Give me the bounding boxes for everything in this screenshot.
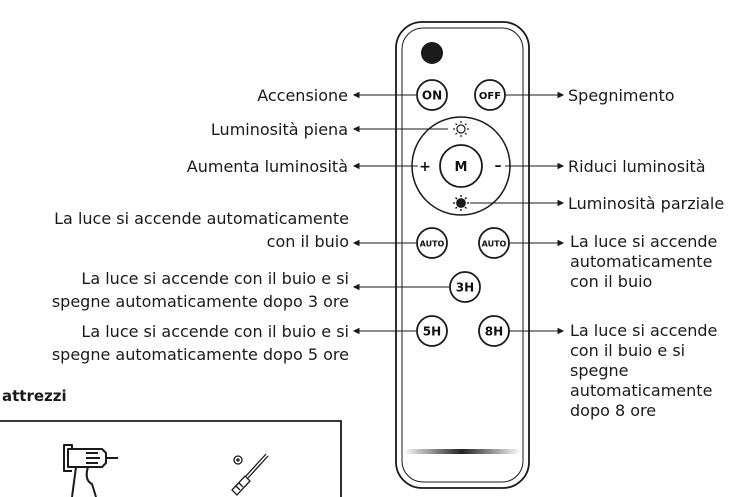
auto-right-button[interactable]: AUTO [478,227,510,259]
svg-text:3H: 3H [456,281,474,295]
auto-left-button[interactable]: AUTO [416,227,448,259]
mode-button[interactable]: M [439,144,483,188]
label-auto-right-line2: automaticamente [570,252,713,271]
plus-button[interactable]: + [419,159,431,175]
timer-5h-button[interactable]: 5H [416,315,448,347]
label-timer3-line2: spegne automaticamente dopo 3 ore [51,292,349,311]
label-auto-left-line1: La luce si accende automaticamente [54,209,349,228]
label-full-brightness: Luminosità piena [210,120,348,139]
label-auto-right-line1: La luce si accende [570,232,718,251]
minus-button[interactable]: – [495,158,502,174]
screwdriver-icon [231,453,269,496]
bottom-slot [403,449,521,454]
svg-text:AUTO: AUTO [482,240,507,249]
svg-text:+: + [419,159,431,175]
on-button[interactable]: ON [416,79,448,111]
label-power-off: Spegnimento [568,86,675,105]
timer-3h-button[interactable]: 3H [449,271,481,303]
ir-emitter-dot [421,42,443,64]
svg-text:M: M [455,160,468,175]
tools-box [0,420,342,497]
svg-text:–: – [495,158,502,174]
svg-text:OFF: OFF [479,91,501,102]
label-decrease-brightness: Riduci luminosità [568,157,706,176]
label-increase-brightness: Aumenta luminosità [186,157,348,176]
off-button[interactable]: OFF [474,79,506,111]
partial-brightness-sun-icon[interactable] [453,195,469,211]
label-timer8-line2: con il buio e si [570,341,686,360]
svg-text:ON: ON [422,89,442,103]
drill-icon [63,444,118,497]
label-partial-brightness: Luminosità parziale [568,194,725,213]
svg-text:5H: 5H [423,325,441,339]
label-timer8-line5: dopo 8 ore [570,401,657,420]
label-timer3-line1: La luce si accende con il buio e si [81,269,349,288]
svg-text:8H: 8H [485,325,503,339]
label-timer5-line1: La luce si accende con il buio e si [81,322,349,341]
label-auto-right-line3: con il buio [570,272,653,291]
remote-control [395,21,530,489]
label-power-on: Accensione [257,86,348,105]
label-timer8-line1: La luce si accende [570,321,718,340]
label-timer8-line4: automaticamente [570,381,713,400]
svg-text:AUTO: AUTO [420,240,445,249]
label-auto-left-line2: con il buio [266,232,349,251]
label-timer8-line3: spegne [570,361,629,380]
callout-lines [352,91,565,335]
full-brightness-sun-icon[interactable] [453,121,469,137]
label-timer5-line2: spegne automaticamente dopo 5 ore [51,345,349,364]
tools-title: attrezzi [2,387,67,405]
timer-8h-button[interactable]: 8H [478,315,510,347]
